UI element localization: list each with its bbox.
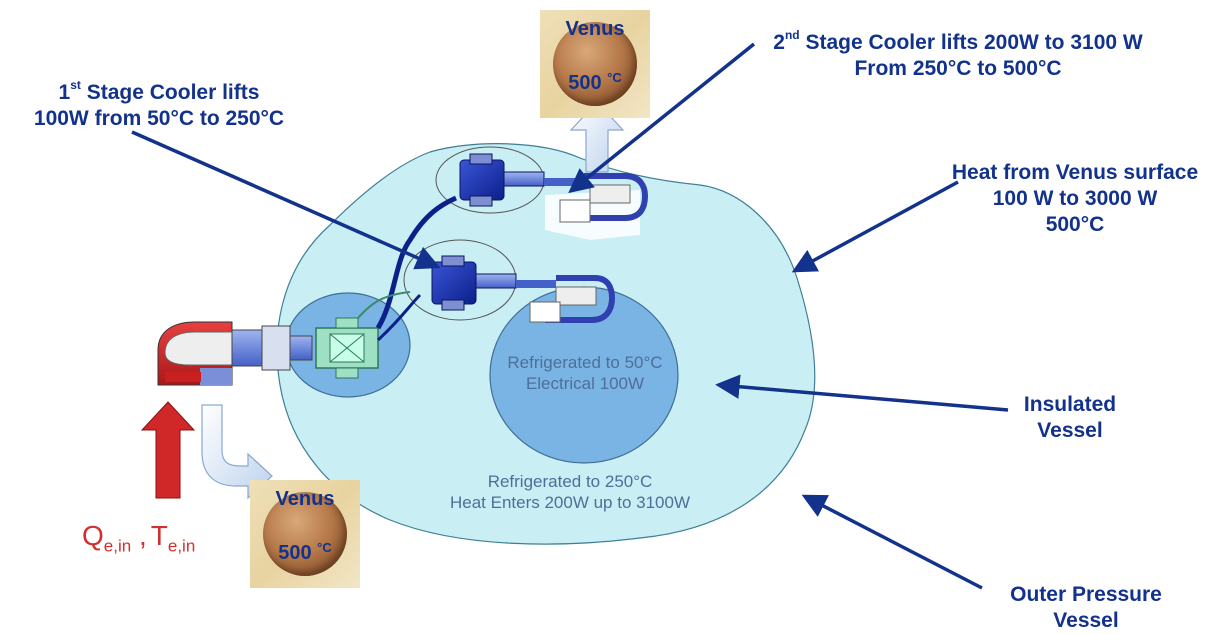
inner-vessel-line2: Electrical 100W xyxy=(490,373,680,394)
outer-label-line2: Vessel xyxy=(976,608,1196,634)
heat-input-arrow xyxy=(142,402,194,498)
stage2-label-line2: From 250°C to 500°C xyxy=(738,56,1178,82)
insulated-label-line1: Insulated xyxy=(1000,392,1140,418)
venus-bottom-temp-value: 500 xyxy=(278,542,317,564)
heat-input-q-sub: e,in xyxy=(104,537,131,556)
stage2-title: Stage Cooler lifts 200W to 3100 W xyxy=(800,31,1143,54)
inner-vessel-line1: Refrigerated to 50°C xyxy=(490,352,680,373)
heat-label-line1: Heat from Venus surface xyxy=(930,160,1220,186)
stage2-label-line1: 2nd Stage Cooler lifts 200W to 3100 W xyxy=(738,30,1178,56)
stage1-ordinal: 1 xyxy=(59,81,71,104)
venus-bottom-temp: 500 °C xyxy=(250,542,360,565)
heat-input-label: Qe,in ,Te,in xyxy=(82,520,195,557)
stage2-label: 2nd Stage Cooler lifts 200W to 3100 W Fr… xyxy=(738,30,1178,82)
stage2-ordinal: 2 xyxy=(773,31,785,54)
outer-vessel-label: Outer Pressure Vessel xyxy=(976,582,1196,634)
stage1-label-line1: 1st Stage Cooler lifts xyxy=(0,80,318,106)
outer-vessel-line2: Heat Enters 200W up to 3100W xyxy=(400,492,740,513)
venus-bottom-temp-unit: °C xyxy=(317,540,332,555)
venus-top-badge: Venus 500 °C xyxy=(540,10,650,118)
inner-vessel-text: Refrigerated to 50°C Electrical 100W xyxy=(490,352,680,394)
outer-label-line1: Outer Pressure xyxy=(976,582,1196,608)
venus-top-temp-value: 500 xyxy=(568,72,607,94)
venus-top-temp-unit: °C xyxy=(607,70,622,85)
venus-top-temp: 500 °C xyxy=(540,72,650,95)
heat-input-q: Q xyxy=(82,520,104,551)
venus-top-name: Venus xyxy=(540,18,650,41)
heat-exchanger xyxy=(158,322,232,385)
heat-label-line3: 500°C xyxy=(930,212,1220,238)
outer-vessel-line1: Refrigerated to 250°C xyxy=(400,471,740,492)
venus-bottom-name: Venus xyxy=(250,488,360,511)
stage2-ordinal-suffix: nd xyxy=(785,28,800,42)
insulated-vessel-label: Insulated Vessel xyxy=(1000,392,1140,444)
heat-label: Heat from Venus surface 100 W to 3000 W … xyxy=(930,160,1220,238)
heat-input-separator: , xyxy=(131,520,147,551)
stage1-ordinal-suffix: st xyxy=(70,78,81,92)
heat-input-t-sub: e,in xyxy=(168,537,195,556)
outer-vessel-text: Refrigerated to 250°C Heat Enters 200W u… xyxy=(400,471,740,513)
heat-input-t: T xyxy=(151,520,168,551)
stage1-label: 1st Stage Cooler lifts 100W from 50°C to… xyxy=(0,80,318,132)
heat-label-line2: 100 W to 3000 W xyxy=(930,186,1220,212)
stage1-label-line2: 100W from 50°C to 250°C xyxy=(0,106,318,132)
outer-leader-arrow xyxy=(806,497,982,588)
venus-bottom-badge: Venus 500 °C xyxy=(250,480,360,588)
stage1-title: Stage Cooler lifts xyxy=(81,81,260,104)
insulated-label-line2: Vessel xyxy=(1000,418,1140,444)
